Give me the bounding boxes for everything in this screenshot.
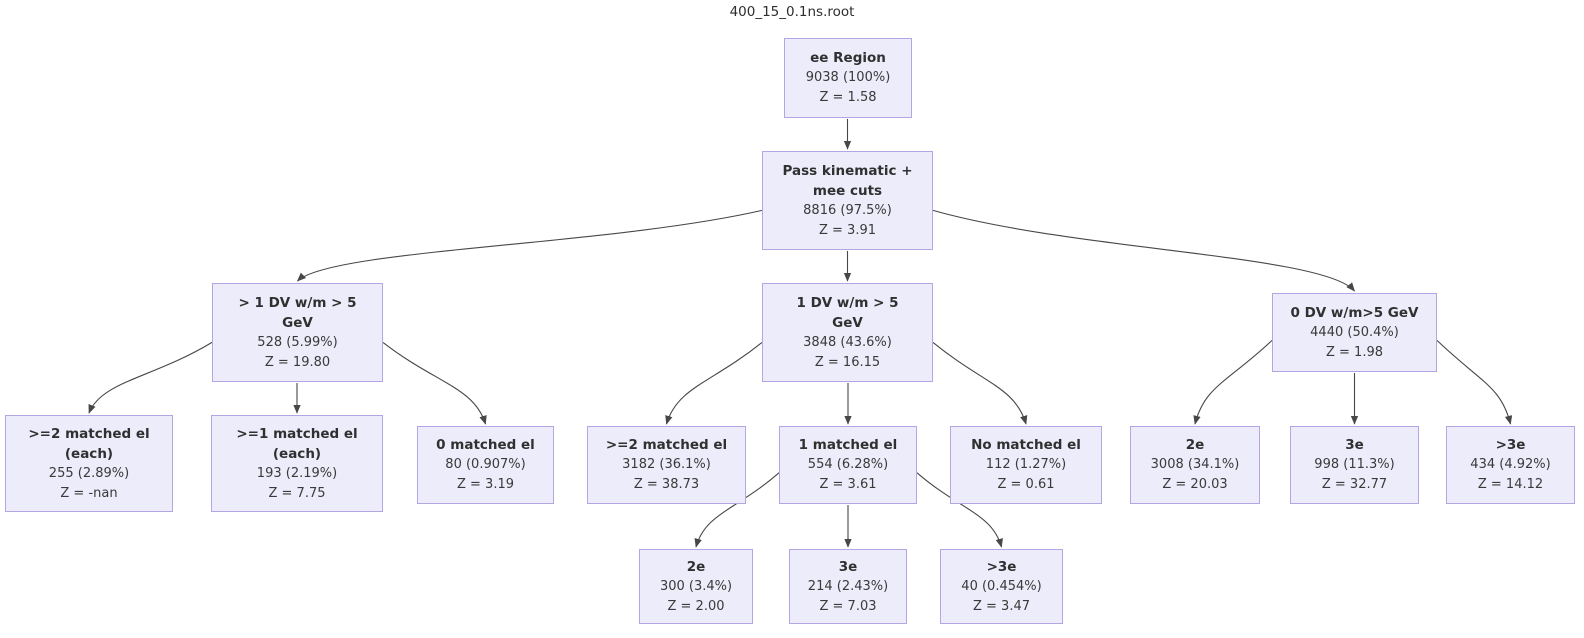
tree-node-dv0-gt3e: >3e 434 (4.92%) Z = 14.12 (1446, 426, 1575, 504)
edge-pass-kinematic-to-gt1-dv (296, 209, 763, 282)
tree-node-dv0-3e: 3e 998 (11.3%) Z = 32.77 (1290, 426, 1419, 504)
node-count: 40 (0.454%) (961, 578, 1042, 594)
node-z: Z = 38.73 (633, 477, 700, 492)
node-count: 3848 (43.6%) (803, 334, 892, 350)
node-count: 4440 (50.4%) (1310, 324, 1399, 340)
tree-node-zero-matched: 0 matched el 80 (0.907%) Z = 3.19 (417, 426, 554, 504)
node-z: Z = 14.12 (1477, 477, 1544, 492)
node-z: Z = 2.00 (667, 598, 725, 614)
tree-node-no-matched: No matched el 112 (1.27%) Z = 0.61 (950, 426, 1102, 504)
node-count: 300 (3.4%) (659, 578, 733, 594)
node-z: Z = 16.15 (814, 354, 881, 370)
node-label: >3e (1495, 437, 1526, 453)
tree-node-m1-3e: 3e 214 (2.43%) Z = 7.03 (789, 549, 907, 624)
node-z: Z = 1.58 (819, 90, 877, 105)
edge-gt1-dv-to-ge2-matched-each (88, 341, 213, 414)
node-label: No matched el (971, 437, 1081, 453)
node-label: 3e (838, 558, 858, 575)
node-z: Z = 3.61 (819, 477, 877, 492)
node-z: Z = 1.98 (1325, 344, 1383, 360)
node-z: Z = 3.91 (818, 222, 876, 238)
node-label: >3e (986, 558, 1017, 575)
node-label: >=1 matched el (each) (236, 425, 358, 462)
tree-node-dv0-2e: 2e 3008 (34.1%) Z = 20.03 (1130, 426, 1260, 504)
node-z: Z = 20.03 (1162, 477, 1228, 492)
node-count: 255 (2.89%) (48, 465, 130, 481)
tree-node-ge2-matched: >=2 matched el 3182 (36.1%) Z = 38.73 (587, 426, 746, 504)
edge-zero-dv-to-dv0-gt3e (1436, 340, 1513, 425)
edge-zero-dv-to-dv0-2e (1193, 339, 1273, 425)
node-label: ee Region (810, 50, 886, 66)
tree-node-ge2-matched-each: >=2 matched el (each) 255 (2.89%) Z = -nan (5, 415, 173, 512)
node-count: 3182 (36.1%) (622, 457, 711, 472)
node-z: Z = 3.47 (972, 598, 1030, 614)
tree-node-m1-2e: 2e 300 (3.4%) Z = 2.00 (639, 549, 753, 624)
node-count: 193 (2.19%) (256, 465, 338, 481)
node-label: 1 matched el (798, 437, 898, 453)
node-label: 2e (1185, 437, 1205, 453)
tree-node-m1-gt3e: >3e 40 (0.454%) Z = 3.47 (940, 549, 1063, 624)
tree-node-ge1-matched-each: >=1 matched el (each) 193 (2.19%) Z = 7.75 (211, 415, 383, 512)
node-count: 214 (2.43%) (807, 578, 889, 594)
node-z: Z = 19.80 (264, 354, 331, 370)
node-label: >=2 matched el (each) (28, 425, 150, 462)
tree-node-pass-kinematic: Pass kinematic + mee cuts 8816 (97.5%) Z =… (762, 151, 933, 250)
node-count: 998 (11.3%) (1314, 457, 1395, 472)
node-z: Z = 7.03 (819, 598, 877, 614)
edge-one-dv-to-no-matched (932, 341, 1028, 425)
node-label: > 1 DV w/m > 5 GeV (238, 294, 357, 331)
node-count: 434 (4.92%) (1470, 457, 1551, 472)
node-count: 528 (5.99%) (257, 334, 338, 350)
edge-gt1-dv-to-zero-matched (382, 341, 487, 425)
node-count: 80 (0.907%) (445, 457, 526, 472)
node-count: 3008 (34.1%) (1150, 457, 1240, 472)
node-label: 0 matched el (436, 437, 535, 453)
node-z: Z = 32.77 (1321, 477, 1388, 492)
edge-pass-kinematic-to-zero-dv (932, 209, 1355, 292)
node-label: 3e (1345, 437, 1364, 453)
edge-one-matched-to-m1-gt3e (916, 472, 1003, 548)
tree-node-ee-region: ee Region 9038 (100%) Z = 1.58 (784, 38, 912, 118)
node-count: 112 (1.27%) (985, 457, 1067, 472)
node-count: 9038 (100%) (805, 70, 891, 85)
node-z: Z = 3.19 (456, 477, 514, 492)
node-label: >=2 matched el (605, 437, 728, 453)
node-z: Z = 0.61 (997, 477, 1055, 492)
tree-node-one-matched: 1 matched el 554 (6.28%) Z = 3.61 (779, 426, 917, 504)
node-count: 8816 (97.5%) (803, 202, 892, 218)
node-z: Z = -nan (60, 485, 118, 501)
node-label: 1 DV w/m > 5 GeV (796, 294, 899, 331)
node-z: Z = 7.75 (268, 485, 326, 501)
tree-node-gt1-dv: > 1 DV w/m > 5 GeV 528 (5.99%) Z = 19.80 (212, 283, 383, 382)
edge-one-matched-to-m1-2e (694, 472, 780, 548)
node-count: 554 (6.28%) (807, 457, 889, 472)
node-label: 0 DV w/m>5 GeV (1290, 304, 1419, 321)
graph-title: 400_15_0.1ns.root (729, 4, 855, 20)
tree-node-one-dv: 1 DV w/m > 5 GeV 3848 (43.6%) Z = 16.15 (762, 283, 933, 382)
node-label: Pass kinematic + mee cuts (782, 162, 913, 199)
node-label: 2e (686, 558, 706, 575)
tree-node-zero-dv: 0 DV w/m>5 GeV 4440 (50.4%) Z = 1.98 (1272, 293, 1437, 372)
edge-one-dv-to-ge2-matched (665, 341, 763, 425)
